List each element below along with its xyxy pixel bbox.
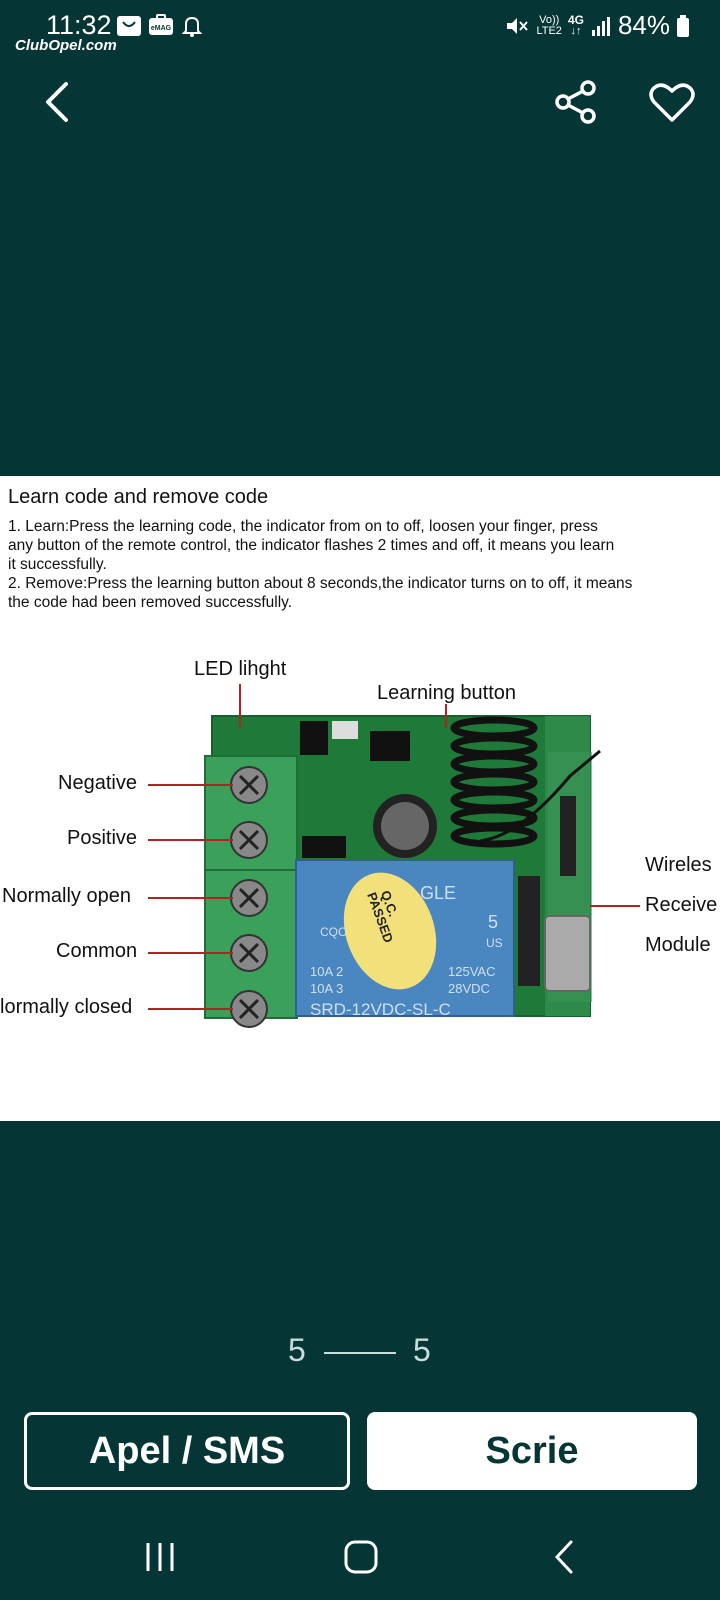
- write-message-button[interactable]: Scrie: [367, 1412, 697, 1490]
- watermark-text: ClubOpel.com: [15, 37, 117, 54]
- image-text-line: 2. Remove:Press the learning button abou…: [8, 575, 633, 592]
- back-button[interactable]: [26, 72, 86, 132]
- image-heading: Learn code and remove code: [8, 486, 269, 508]
- share-icon: [555, 80, 596, 124]
- share-button[interactable]: [546, 72, 606, 132]
- image-text-line: any button of the remote control, the in…: [8, 537, 615, 554]
- label-normally-open: Normally open: [2, 885, 131, 907]
- volte-indicator: Vo)) LTE2: [536, 13, 562, 37]
- relay-board-illustration: [148, 684, 640, 1028]
- label-wireless: Wireles: [645, 854, 712, 876]
- pager-current: 5: [288, 1332, 306, 1368]
- status-right: Vo)) LTE2 4G ↓↑ 84%: [504, 10, 690, 41]
- signal-icon: [591, 16, 610, 36]
- call-sms-button[interactable]: Apel / SMS: [24, 1412, 350, 1490]
- product-image[interactable]: Learn code and remove code 1. Learn:Pres…: [0, 476, 720, 1121]
- back-nav-button[interactable]: [534, 1532, 594, 1582]
- relay-brand: GLE: [420, 883, 457, 903]
- back-nav-icon: [554, 1540, 573, 1574]
- image-pager: 5 5: [0, 1332, 720, 1372]
- emag-icon: eMAG: [149, 14, 173, 35]
- image-text-line: the code had been removed successfully.: [8, 594, 293, 611]
- svg-text:eMAG: eMAG: [151, 25, 172, 32]
- bell-icon: [181, 16, 203, 37]
- battery-percent: 84%: [617, 10, 670, 40]
- shopping-bag-icon: [117, 16, 141, 36]
- label-negative: Negative: [58, 772, 137, 794]
- home-icon: [344, 1540, 378, 1574]
- image-text-line: 1. Learn:Press the learning code, the in…: [8, 518, 598, 535]
- recent-apps-icon: [146, 1543, 174, 1571]
- network-gen-indicator: 4G ↓↑: [567, 12, 584, 37]
- label-normally-closed: lormally closed: [0, 996, 133, 1018]
- relay-rating: 125VAC: [448, 964, 496, 979]
- back-arrow-icon: [46, 82, 68, 122]
- label-led: LED lihght: [194, 658, 287, 680]
- pager-total: 5: [413, 1332, 431, 1368]
- mute-icon: [507, 17, 529, 34]
- relay-rating: 10A 3: [310, 981, 344, 996]
- status-bar: 11:32 ClubOpel.com eMAG Vo)) LTE2 4G ↓↑: [0, 0, 720, 56]
- status-time: 11:32: [46, 10, 112, 40]
- label-learning-button: Learning button: [377, 682, 517, 704]
- label-common: Common: [56, 940, 138, 962]
- label-module: Module: [645, 934, 711, 956]
- relay-cqc: CQC: [320, 925, 347, 939]
- system-nav-bar: [0, 1510, 720, 1600]
- heart-icon: [649, 83, 695, 122]
- home-button[interactable]: [331, 1532, 391, 1582]
- label-positive: Positive: [67, 827, 138, 849]
- relay-us: US: [486, 936, 503, 950]
- recent-apps-button[interactable]: [130, 1532, 190, 1582]
- image-text-line: it successfully.: [8, 556, 107, 573]
- relay-rating: 10A 2: [310, 964, 344, 979]
- relay-five: 5: [488, 912, 499, 932]
- relay-rating: 28VDC: [448, 981, 490, 996]
- favorite-button[interactable]: [642, 72, 702, 132]
- label-receiver: Receive: [645, 894, 718, 916]
- relay-model: SRD-12VDC-SL-C: [310, 1000, 451, 1019]
- pager-separator: [324, 1352, 396, 1354]
- battery-icon: [677, 14, 689, 37]
